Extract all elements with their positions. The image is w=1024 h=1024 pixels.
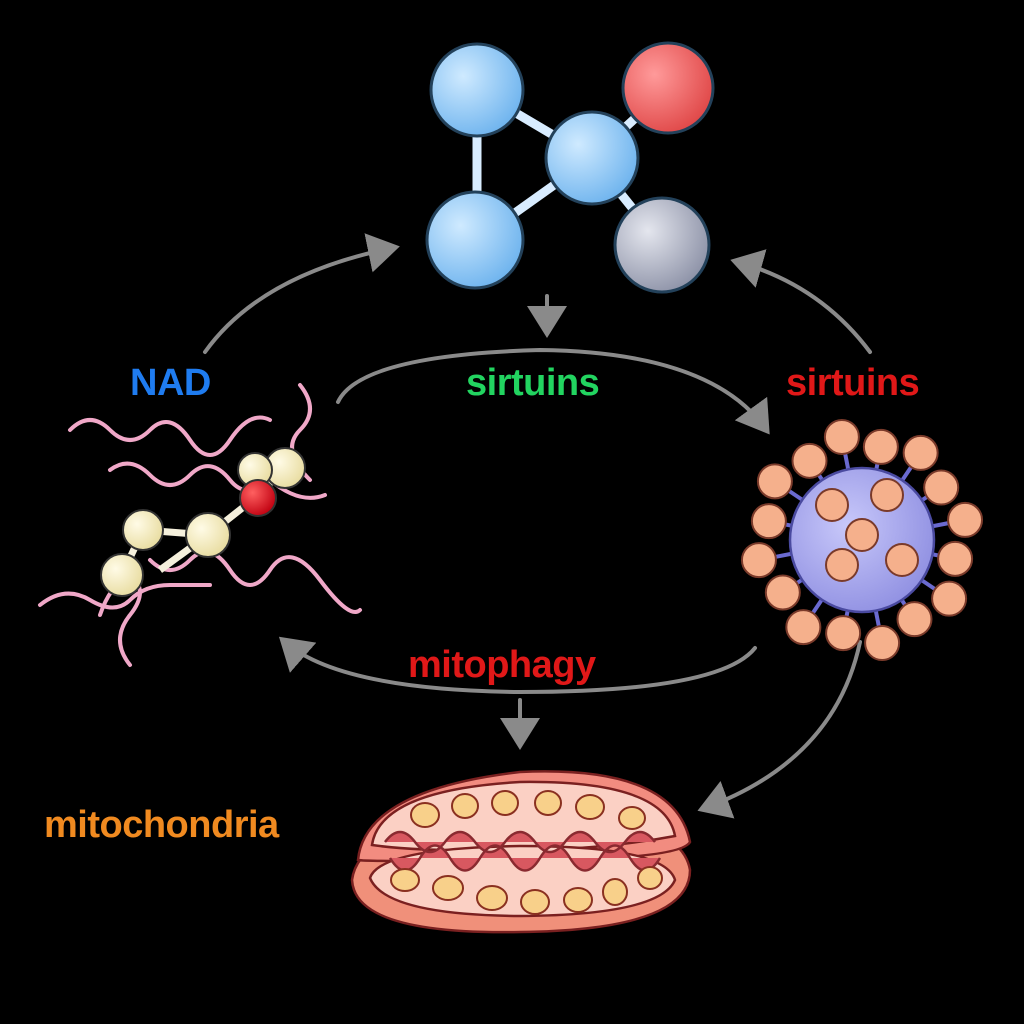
arrow-sirtuins-to-molecule [730, 249, 872, 354]
protein-bead [931, 580, 968, 617]
protein-bead [937, 540, 974, 577]
protein-bead [923, 469, 960, 506]
protein-bead [740, 542, 777, 579]
protein-bead [791, 442, 828, 479]
protein-bead [896, 601, 933, 638]
label-sirtuins-right: sirtuins [786, 362, 920, 404]
sirtuin-cell-icon [740, 418, 984, 662]
protein-bead [862, 428, 899, 465]
arrow-cell-to-mitochondria [697, 640, 862, 819]
arrow-cell-to-dna [278, 636, 757, 695]
mitochondria-icon [350, 770, 692, 934]
chromatin-icon [38, 383, 362, 667]
protein-bead [902, 434, 939, 471]
protein-bead [825, 615, 862, 652]
protein-bead [947, 501, 984, 538]
arrow-dna-to-cell [336, 347, 770, 435]
label-nad: NAD [130, 362, 211, 404]
label-sirtuins-center: sirtuins [466, 362, 600, 404]
label-mitophagy: mitophagy [408, 644, 596, 686]
protein-bead [823, 418, 860, 455]
arrow-nad-to-molecule [203, 233, 400, 354]
label-mitochondria: mitochondria [44, 804, 279, 846]
arrows [203, 233, 872, 819]
molecule-icon [425, 41, 715, 294]
protein-bead [785, 609, 822, 646]
protein-bead [750, 503, 787, 540]
protein-bead [864, 625, 901, 662]
protein-bead [756, 463, 793, 500]
protein-bead [764, 574, 801, 611]
